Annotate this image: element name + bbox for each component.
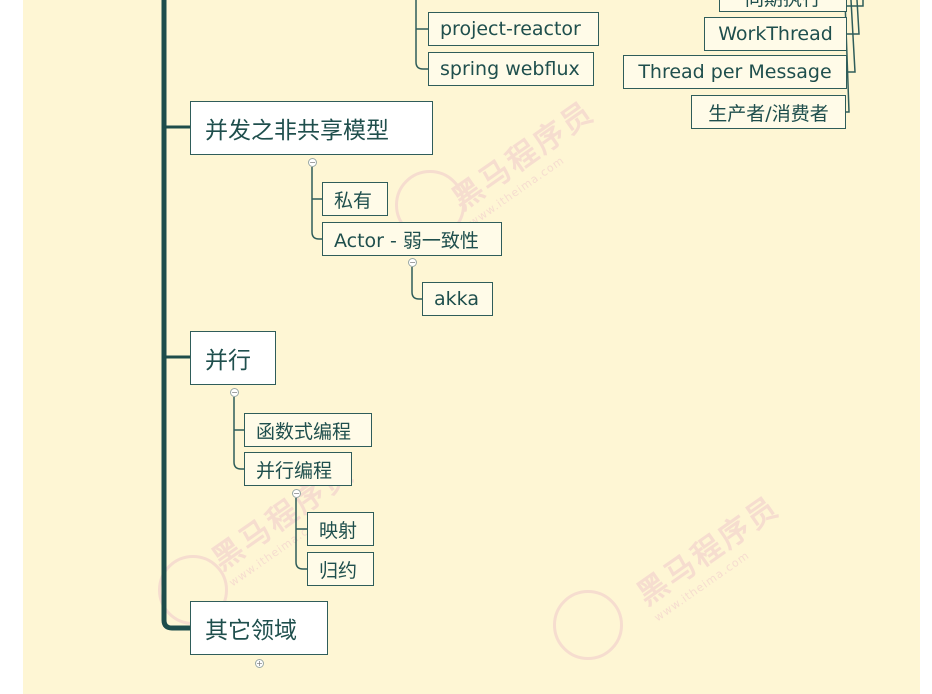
node-project-reactor[interactable]: project-reactor xyxy=(428,12,599,46)
node-private[interactable]: 私有 xyxy=(322,182,388,216)
branch-line xyxy=(847,0,864,7)
branch-line xyxy=(295,498,307,570)
branch-line xyxy=(847,0,856,73)
collapse-toggle[interactable]: − xyxy=(308,158,317,167)
node-cut-top-right[interactable]: 同期执行 xyxy=(719,0,847,12)
node-thread-per-message[interactable]: Thread per Message xyxy=(623,55,847,89)
node-spring-webflux[interactable]: spring webflux xyxy=(428,52,594,86)
node-reduce[interactable]: 归约 xyxy=(307,552,374,586)
expand-toggle[interactable]: + xyxy=(255,659,264,668)
node-workthread[interactable]: WorkThread xyxy=(704,17,847,51)
branch-line xyxy=(311,167,322,240)
collapse-toggle[interactable]: − xyxy=(292,489,301,498)
node-producer-consumer[interactable]: 生产者/消费者 xyxy=(691,95,846,129)
node-actor[interactable]: Actor - 弱一致性 xyxy=(322,222,502,256)
branch-line xyxy=(415,0,428,70)
collapse-toggle[interactable]: − xyxy=(230,388,239,397)
trunk-line xyxy=(161,0,190,631)
branch-line xyxy=(847,0,860,35)
node-map[interactable]: 映射 xyxy=(307,512,374,546)
node-non-shared-model[interactable]: 并发之非共享模型 xyxy=(190,101,433,155)
collapse-toggle[interactable]: − xyxy=(408,258,417,267)
watermark-logo xyxy=(553,590,623,660)
branch-line xyxy=(411,267,422,300)
node-akka[interactable]: akka xyxy=(422,282,493,316)
branch-line xyxy=(233,397,244,470)
connector-lines xyxy=(161,0,864,631)
node-other-fields[interactable]: 其它领域 xyxy=(190,601,328,655)
node-functional-programming[interactable]: 函数式编程 xyxy=(244,413,372,447)
node-parallel-programming[interactable]: 并行编程 xyxy=(244,452,352,486)
node-parallel[interactable]: 并行 xyxy=(190,331,276,385)
